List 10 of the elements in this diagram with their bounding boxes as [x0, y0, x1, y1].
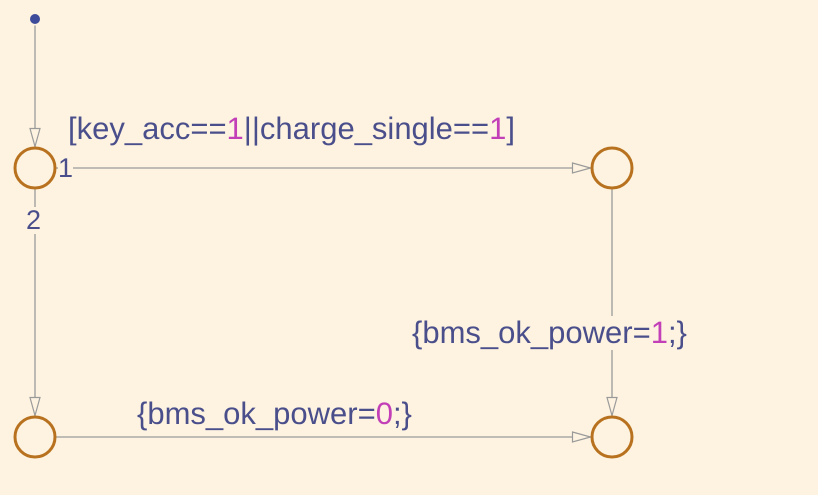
junction-circle: [13, 415, 57, 459]
edge-label: {bms_ok_power=1;}: [410, 316, 689, 350]
junction-circle: [13, 146, 57, 190]
junction-circle: [590, 146, 634, 190]
default-transition-dot: [28, 12, 42, 26]
transition-arrow: [56, 162, 592, 174]
transition-arrow: [29, 26, 41, 148]
transition-arrow: [56, 431, 592, 443]
execution-order-number: 2: [26, 207, 42, 234]
junction-circle: [590, 415, 634, 459]
